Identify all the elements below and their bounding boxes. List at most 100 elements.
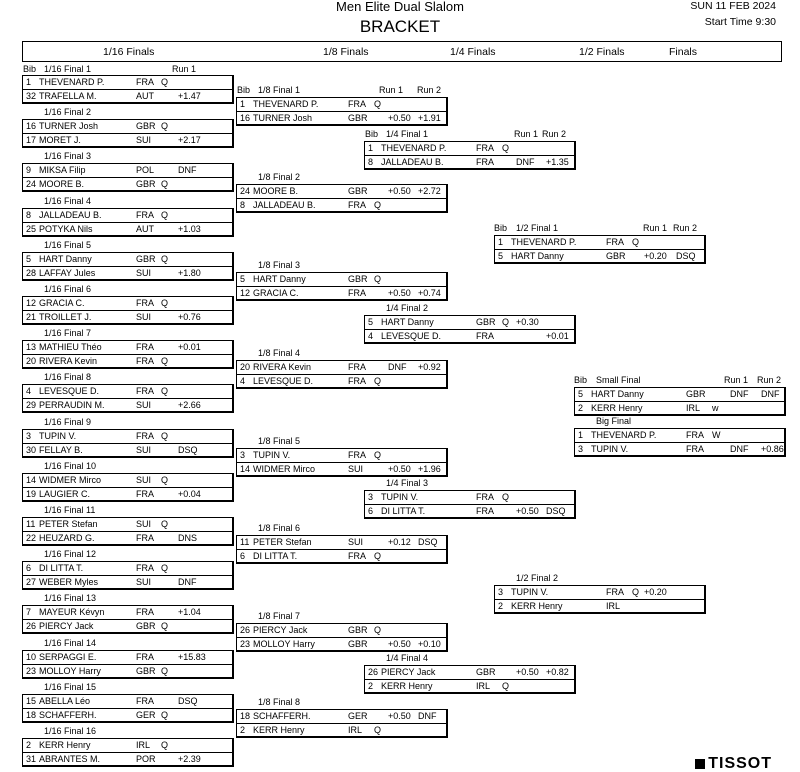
rider-name: SERPAGGI E.	[39, 651, 97, 662]
bib-number: 16	[240, 113, 251, 123]
row-divider	[23, 89, 232, 90]
bib-number: 26	[26, 621, 37, 632]
run1-time: +0.30	[516, 317, 539, 327]
run2-time: +0.82	[546, 667, 569, 677]
bib-number: 6	[368, 506, 374, 516]
bib-number: 5	[578, 389, 584, 399]
row-divider	[23, 310, 232, 311]
nation-code: FRA	[136, 77, 154, 87]
run1-time: +0.50	[388, 186, 411, 196]
rider-name: TROILLET J.	[39, 312, 92, 322]
bib-number: 13	[26, 342, 37, 353]
nation-code: FRA	[136, 488, 154, 499]
nation-code: POR	[136, 754, 156, 764]
nation-code: SUI	[348, 537, 364, 547]
result-flag: Q	[502, 681, 510, 691]
bib-number: 25	[26, 223, 37, 234]
run2-time: +0.10	[418, 639, 441, 649]
rider-name: LAFFAY Jules	[39, 267, 96, 278]
rider-name: LAUGIER C.	[39, 488, 91, 499]
bib-number: 5	[368, 317, 374, 327]
bib-number: 26	[240, 625, 251, 635]
bib-number: 5	[240, 274, 246, 284]
stage-label-1-2: 1/2 Finals	[579, 46, 625, 58]
run2-time: +0.92	[418, 362, 441, 372]
bib-number: 7	[26, 607, 32, 618]
column-header-run1: Run 1	[379, 85, 404, 95]
rider-name: KERR Henry	[39, 740, 91, 750]
rider-name: TUPIN V.	[511, 587, 549, 597]
result-flag: Q	[161, 740, 169, 750]
match-label: 1/16 Final 12	[44, 549, 97, 560]
nation-code: IRL	[476, 681, 491, 691]
bib-number: 23	[26, 665, 37, 676]
nation-code: GBR	[136, 665, 156, 676]
bib-number: 12	[26, 298, 37, 308]
stage-header-bar: 1/16 Finals 1/8 Finals 1/4 Finals 1/2 Fi…	[22, 41, 782, 62]
column-header-run1: Run 1	[724, 375, 749, 385]
bib-number: 2	[26, 740, 32, 750]
event-title: Men Elite Dual Slalom	[336, 0, 464, 14]
run1-time: +0.20	[644, 587, 667, 597]
rider-name: KERR Henry	[511, 601, 563, 611]
nation-code: SUI	[136, 267, 152, 278]
nation-code: FRA	[348, 362, 366, 372]
rider-name: HART Danny	[253, 274, 306, 284]
match-label: 1/8 Final 3	[258, 260, 301, 270]
rider-name: POTYKA Nils	[39, 223, 93, 234]
bib-number: 8	[26, 209, 32, 220]
result-flag: Q	[374, 99, 382, 109]
bib-number: 3	[240, 450, 246, 460]
nation-code: FRA	[476, 157, 494, 167]
row-divider	[23, 663, 232, 665]
bib-number: 22	[26, 533, 37, 543]
row-divider	[23, 133, 232, 135]
run1-time: +0.50	[516, 506, 539, 516]
match-label: 1/16 Final 1	[44, 64, 92, 74]
nation-code: SUI	[136, 577, 152, 588]
nation-code: SUI	[348, 464, 364, 474]
bib-number: 15	[26, 695, 37, 706]
row-divider	[23, 486, 232, 488]
match-label: 1/8 Final 5	[258, 436, 301, 446]
match-label: Small Final	[596, 375, 641, 385]
rider-name: HEUZARD G.	[39, 533, 95, 543]
rider-name: RIVERA Kevin	[253, 362, 312, 372]
result-flag: Q	[632, 237, 640, 247]
stage-label-1-4: 1/4 Finals	[450, 46, 496, 58]
nation-code: FRA	[136, 695, 154, 706]
nation-code: FRA	[476, 506, 494, 516]
bib-number: 11	[26, 519, 36, 529]
result-flag: Q	[161, 77, 169, 87]
rider-name: THEVENARD P.	[591, 430, 657, 440]
row-divider	[237, 723, 446, 724]
bib-number: 9	[26, 165, 32, 176]
row-divider	[23, 221, 232, 223]
rider-name: THEVENARD P.	[39, 77, 105, 87]
bib-number: 3	[26, 430, 32, 441]
sponsor-mark-icon	[695, 758, 706, 769]
nation-code: FRA	[136, 386, 154, 397]
run2-time: +0.74	[418, 288, 441, 298]
bib-number: 1	[498, 237, 504, 247]
rider-name: LEVESQUE D.	[253, 376, 314, 386]
rider-name: TUPIN V.	[381, 492, 419, 502]
rider-name: WIDMER Mirco	[39, 474, 101, 485]
